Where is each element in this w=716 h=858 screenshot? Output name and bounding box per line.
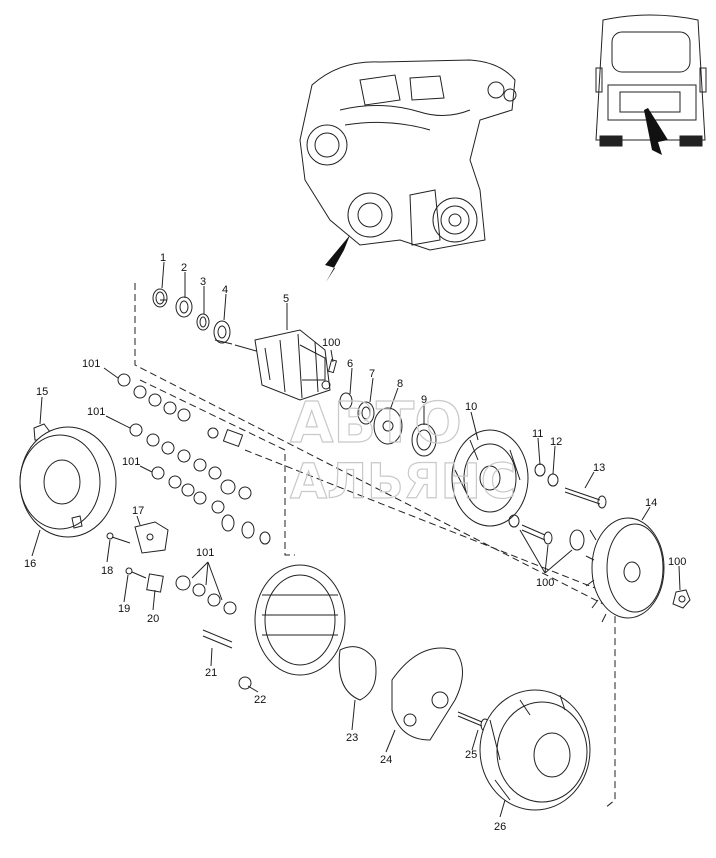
callout-2: 2 xyxy=(181,262,187,274)
callout-23: 23 xyxy=(346,732,358,744)
callout-labels: 1 2 3 4 5 100 6 7 8 9 10 11 12 13 14 100… xyxy=(24,252,686,833)
callout-9: 9 xyxy=(421,394,427,406)
callout-15: 15 xyxy=(36,386,48,398)
callout-leader-lines xyxy=(31,261,681,818)
callout-101-d: 101 xyxy=(196,547,214,559)
callout-26: 26 xyxy=(494,821,506,833)
engine-illustration xyxy=(299,59,517,282)
watermark-line-2: АЛЬЯНС xyxy=(290,454,516,510)
callout-6: 6 xyxy=(347,358,353,370)
part-small-parts-middle xyxy=(207,427,271,545)
callout-21: 21 xyxy=(205,667,217,679)
bus-rear-view-inset xyxy=(595,14,707,155)
callout-4: 4 xyxy=(222,284,228,296)
part-26-finned-cover xyxy=(479,689,591,811)
part-101-washers-lower xyxy=(175,575,237,615)
callout-100-key: 100 xyxy=(322,337,340,349)
callout-25: 25 xyxy=(465,749,477,761)
callout-100-nut: 100 xyxy=(668,556,686,568)
part-19-screw xyxy=(125,567,147,579)
part-18-screw xyxy=(106,532,131,544)
part-1-seal-ring xyxy=(152,288,168,308)
part-101-bolt-group-c xyxy=(151,466,252,514)
callout-14: 14 xyxy=(645,497,657,509)
callout-22: 22 xyxy=(254,694,266,706)
callout-1: 1 xyxy=(160,252,166,264)
part-17-bracket xyxy=(134,521,169,554)
callout-18: 18 xyxy=(101,565,113,577)
callout-17: 17 xyxy=(132,505,144,517)
part-6-washer xyxy=(339,392,353,410)
callout-3: 3 xyxy=(200,276,206,288)
callout-20: 20 xyxy=(147,613,159,625)
callout-13: 13 xyxy=(593,462,605,474)
part-22-stator-frame xyxy=(238,564,346,690)
callout-11: 11 xyxy=(532,428,543,440)
part-13-bolt xyxy=(564,487,607,509)
part-5-rotor xyxy=(234,329,331,401)
part-12-washer xyxy=(547,473,559,487)
part-16-cover xyxy=(19,426,117,538)
callout-10: 10 xyxy=(465,401,477,413)
watermark-line-1: АВТО xyxy=(290,391,462,456)
callout-8: 8 xyxy=(397,378,403,390)
part-20-clip xyxy=(146,573,164,593)
part-24-rectifier-plate xyxy=(391,647,463,741)
callout-24: 24 xyxy=(380,754,392,766)
callout-101-a: 101 xyxy=(82,358,100,370)
callout-16: 16 xyxy=(24,558,36,570)
part-23-gasket xyxy=(338,646,377,701)
part-14-pulley xyxy=(585,517,665,623)
callout-19: 19 xyxy=(118,603,130,615)
part-3-ring xyxy=(196,313,210,331)
part-4-bearing xyxy=(213,320,233,345)
part-101-bolt-group-a xyxy=(117,373,191,422)
callout-101-c: 101 xyxy=(122,456,140,468)
callout-7: 7 xyxy=(369,368,375,380)
part-11-washer xyxy=(534,463,546,477)
part-21-stud xyxy=(202,629,233,649)
callout-12: 12 xyxy=(550,436,562,448)
part-100-nut xyxy=(672,589,691,609)
part-100-key xyxy=(327,359,338,374)
part-2-ring xyxy=(175,296,193,318)
callout-5: 5 xyxy=(283,293,289,305)
part-8-plate xyxy=(373,407,403,445)
part-101-bolt-group-b xyxy=(129,423,222,480)
callout-101-b: 101 xyxy=(87,406,105,418)
watermark: АВТО АЛЬЯНС xyxy=(289,390,516,510)
part-7-ring xyxy=(357,401,375,425)
part-10-housing xyxy=(451,429,529,527)
part-100-bolts xyxy=(508,514,585,551)
callout-100-bolts: 100 xyxy=(536,577,554,589)
